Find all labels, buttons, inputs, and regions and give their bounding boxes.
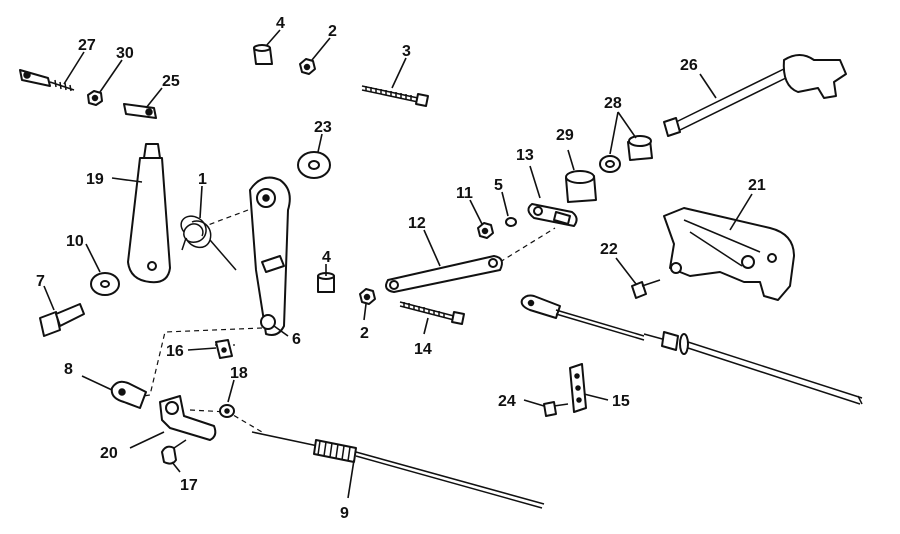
part-11-nut [477,222,494,239]
part-3-screw [361,85,429,107]
part-21-bracket [663,207,795,301]
part-5-washer [505,217,517,227]
callout-25: 25 [162,73,180,90]
part-20-bracket [159,395,217,441]
callout-4-top: 4 [276,15,285,32]
callout-5: 5 [494,177,503,194]
callout-4-mid: 4 [322,249,331,266]
callout-29: 29 [556,127,574,144]
part-12-link-rod [385,255,503,293]
callout-14: 14 [414,341,432,358]
callout-6: 6 [292,331,301,348]
callout-3: 3 [402,43,411,60]
callout-27: 27 [78,37,96,54]
part-27-rod-end [19,69,75,92]
assembly-lines [129,209,556,433]
callout-1: 1 [198,171,207,188]
part-7-shoulder-bolt [39,303,85,337]
part-2-nut-mid [359,288,376,305]
callout-2-mid: 2 [360,325,369,342]
part-25-link-block [123,103,157,119]
part-29-spacer [565,170,597,203]
part-14-screw [399,301,465,325]
part-28-bushing-b [627,135,653,161]
callout-20: 20 [100,445,118,462]
part-1-spring [180,215,237,271]
callout-2-top: 2 [328,23,337,40]
callout-12: 12 [408,215,426,232]
callout-8: 8 [64,361,73,378]
part-15-plate [569,363,587,413]
callout-23: 23 [314,119,332,136]
callout-19: 19 [86,171,104,188]
part-24-screw [543,401,569,417]
part-28-bushing-a [599,155,621,173]
callout-22: 22 [600,241,618,258]
part-9-throttle-cable [251,431,545,509]
callout-30: 30 [116,45,134,62]
part-26-shaft [663,54,847,137]
part-13-link [527,203,578,227]
callout-28: 28 [604,95,622,112]
part-2-nut-top [299,58,316,75]
callout-11: 11 [456,185,473,202]
callout-15: 15 [612,393,630,410]
shift-cable [520,294,863,405]
part-22-screw [631,279,661,299]
part-16-clip [215,339,233,359]
part-4-bushing-top [253,44,273,65]
part-19-lever [127,143,171,284]
callout-16: 16 [166,343,184,360]
callout-21: 21 [748,177,766,194]
part-30-nut [87,90,103,106]
part-6-throttle-arm [249,176,291,336]
callout-7: 7 [36,273,45,290]
part-18-washer [219,404,235,418]
part-10-washer [90,272,120,296]
part-17-screw [161,439,187,465]
callout-18: 18 [230,365,248,382]
callout-labels: 27 30 25 4 2 3 23 19 1 10 7 6 16 4 2 8 1… [36,15,766,522]
callout-17: 17 [180,477,198,494]
callout-13: 13 [516,147,534,164]
leader-lines [43,29,753,499]
part-23-washer [297,151,331,179]
part-8-connector [110,380,147,409]
callout-26: 26 [680,57,698,74]
callout-24: 24 [498,393,516,410]
callout-9: 9 [340,505,349,522]
callout-10: 10 [66,233,84,250]
